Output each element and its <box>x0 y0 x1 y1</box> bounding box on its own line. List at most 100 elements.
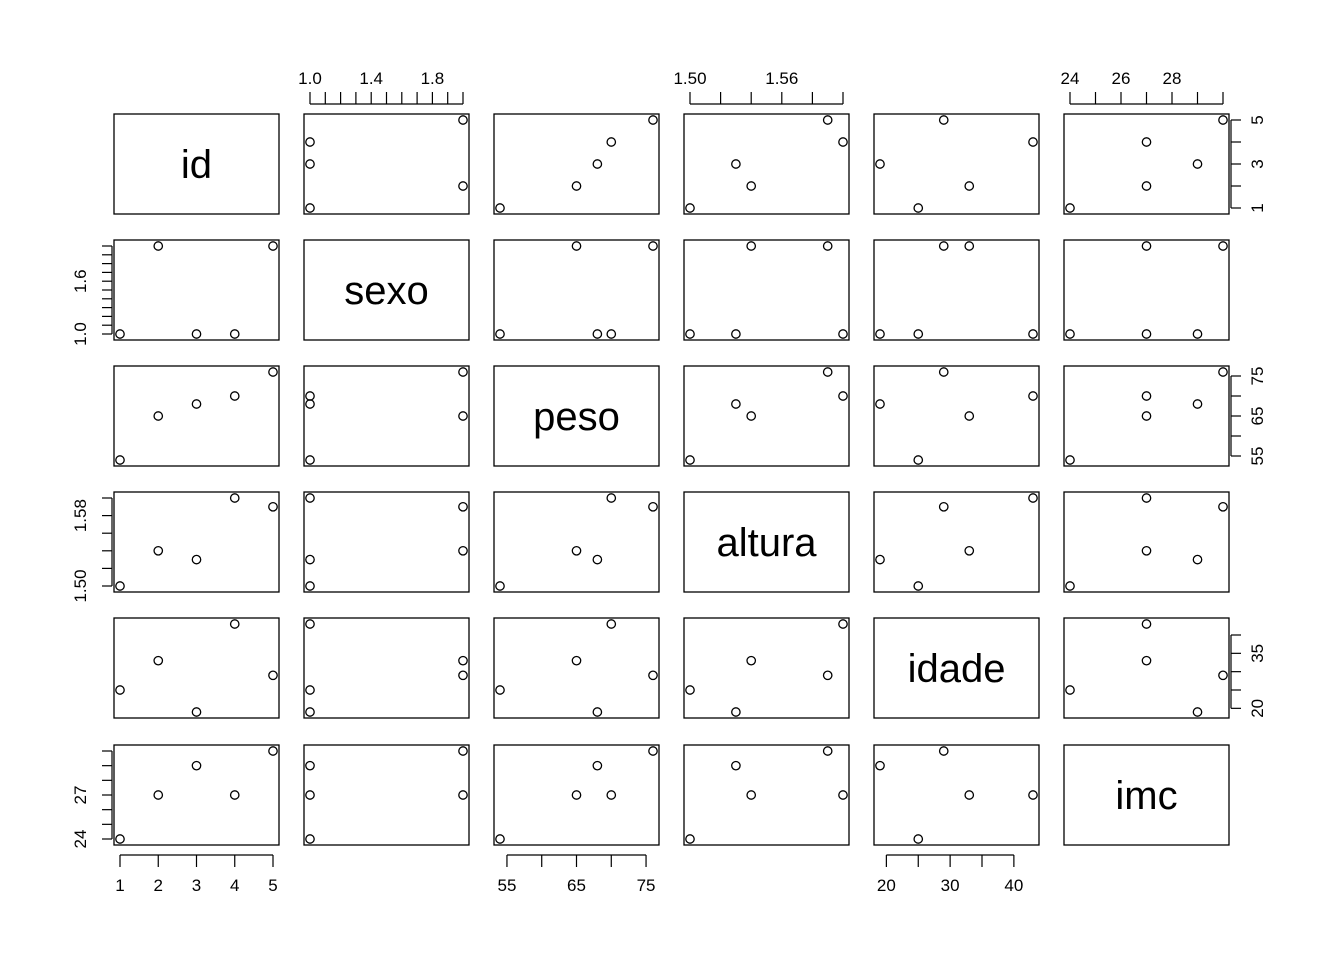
point <box>648 670 658 681</box>
point <box>1141 181 1152 191</box>
panel-id-vs-id: id <box>113 113 280 215</box>
point <box>822 670 833 681</box>
point <box>1141 545 1152 556</box>
point <box>115 685 125 695</box>
point <box>1065 685 1075 695</box>
point <box>606 619 617 629</box>
point <box>606 137 617 147</box>
panel-frame <box>493 491 660 593</box>
tick-label: 3 <box>1248 159 1267 168</box>
point <box>731 760 741 771</box>
point <box>822 367 833 377</box>
point <box>592 329 603 339</box>
panel-sexo-vs-sexo: sexo <box>303 239 470 341</box>
point <box>685 329 695 339</box>
point <box>1028 391 1038 401</box>
point <box>964 241 975 251</box>
tick-label: 20 <box>877 876 896 895</box>
variable-label-imc: imc <box>1115 774 1177 818</box>
point <box>115 834 125 844</box>
tick-label: 27 <box>71 786 90 805</box>
panel-idade-vs-imc <box>1063 617 1230 719</box>
panel-imc-vs-altura <box>683 744 850 846</box>
panel-frame <box>873 365 1040 467</box>
point <box>458 501 468 512</box>
point <box>731 399 741 409</box>
point <box>685 455 695 465</box>
panel-altura-vs-imc <box>1063 491 1230 593</box>
point <box>746 241 757 251</box>
point <box>305 137 315 147</box>
point <box>305 399 315 409</box>
panel-altura-vs-sexo <box>303 491 470 593</box>
point <box>592 707 603 717</box>
tick-label: 35 <box>1248 644 1267 663</box>
point <box>191 329 202 339</box>
panel-sexo-vs-imc <box>1063 239 1230 341</box>
tick-label: 1 <box>115 876 124 895</box>
tick-label: 75 <box>637 876 656 895</box>
point <box>268 501 278 512</box>
panel-peso-vs-imc <box>1063 365 1230 467</box>
tick-label: 5 <box>1248 115 1267 124</box>
point <box>1028 493 1038 503</box>
tick-label: 1 <box>1248 203 1267 212</box>
panel-frame <box>493 744 660 846</box>
axis-right-id: 1 3 5 <box>1230 115 1267 213</box>
point <box>913 581 924 591</box>
variable-label-peso: peso <box>533 395 620 439</box>
point <box>495 685 505 695</box>
tick-label: 5 <box>268 876 277 895</box>
point <box>838 137 848 147</box>
point <box>495 581 505 591</box>
point <box>1028 790 1038 800</box>
point <box>268 746 278 756</box>
panel-frame <box>113 617 280 719</box>
panel-peso-vs-sexo <box>303 365 470 467</box>
point <box>822 241 833 251</box>
panel-id-vs-peso <box>493 113 660 215</box>
panel-frame <box>1063 365 1230 467</box>
point <box>268 670 278 681</box>
tick-label: 2 <box>154 876 163 895</box>
point <box>606 790 617 800</box>
tick-label: 20 <box>1248 699 1267 718</box>
panel-frame <box>493 617 660 719</box>
point <box>648 115 658 125</box>
point <box>964 790 975 800</box>
point <box>1218 367 1228 377</box>
panel-frame <box>303 113 470 215</box>
panel-frame <box>1063 744 1230 846</box>
point <box>1141 241 1152 251</box>
tick-label: 1.58 <box>71 499 90 532</box>
point <box>191 399 202 409</box>
panel-frame <box>493 113 660 215</box>
point <box>938 746 949 756</box>
tick-label: 75 <box>1248 367 1267 386</box>
tick-label: 24 <box>71 830 90 849</box>
panel-frame <box>873 113 1040 215</box>
point <box>458 790 468 800</box>
point <box>838 619 848 629</box>
point <box>305 455 315 465</box>
point <box>1065 203 1075 213</box>
point <box>1028 137 1038 147</box>
tick-label: 1.50 <box>71 569 90 602</box>
tick-label: 55 <box>497 876 516 895</box>
point <box>153 411 164 421</box>
point <box>305 790 315 800</box>
point <box>746 411 757 421</box>
point <box>746 181 757 191</box>
panel-frame <box>303 491 470 593</box>
point <box>305 707 315 717</box>
point <box>153 241 164 251</box>
point <box>1028 329 1038 339</box>
point <box>229 790 240 800</box>
point <box>875 399 885 409</box>
point <box>495 329 505 339</box>
panel-frame <box>683 365 850 467</box>
point <box>1141 493 1152 503</box>
